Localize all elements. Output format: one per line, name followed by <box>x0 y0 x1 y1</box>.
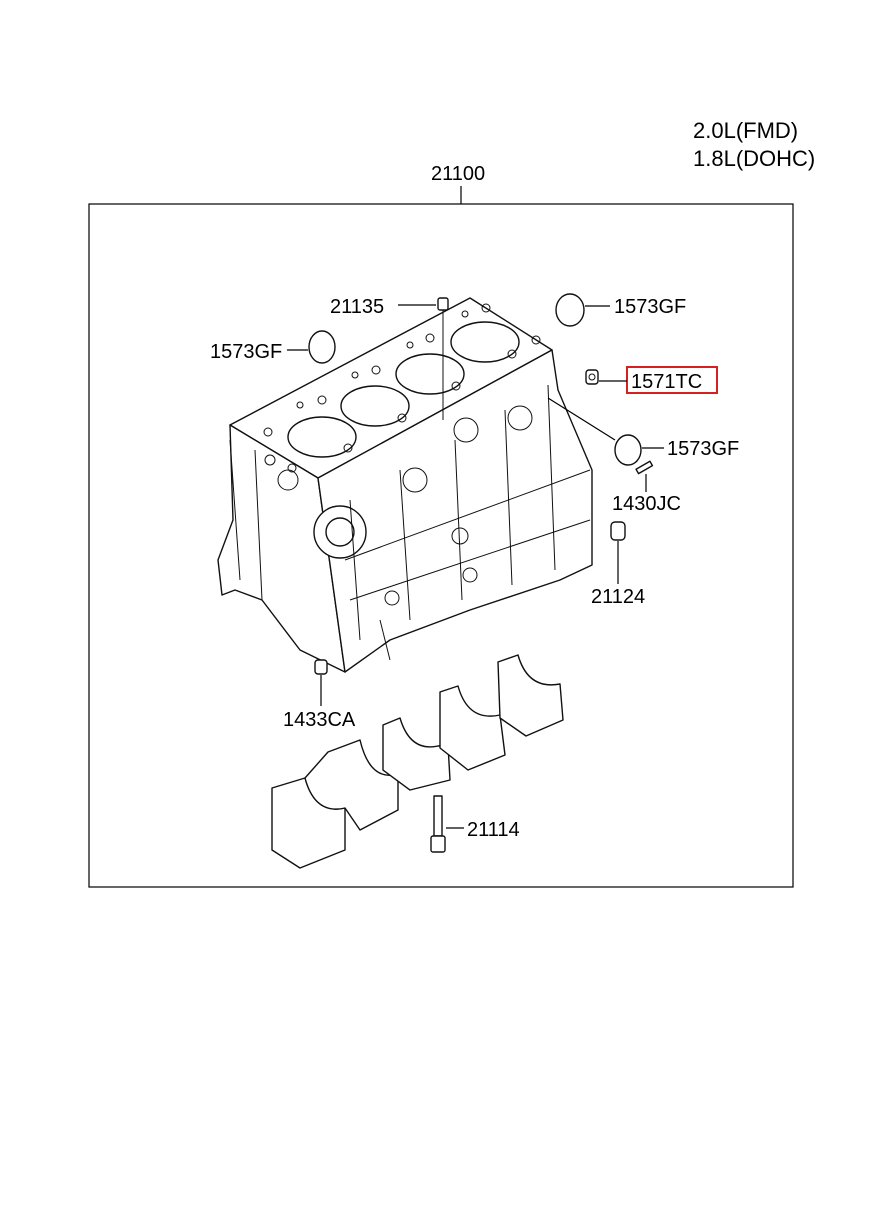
cylinder-bore-3 <box>395 353 465 395</box>
bearing-cap-3 <box>439 685 506 771</box>
assembly-label[interactable]: 21100 <box>431 163 485 185</box>
plug-1571tc <box>585 369 599 385</box>
callout-21135[interactable]: 21135 <box>330 296 384 318</box>
plug-1573gf-top <box>555 293 585 327</box>
block-side-ribs <box>229 384 591 661</box>
bearing-cap-2 <box>382 717 451 791</box>
cylinder-bore-1 <box>287 416 357 458</box>
cylinder-bore-4 <box>450 321 520 363</box>
pin-1430jc <box>635 460 654 475</box>
block-side-face <box>317 349 593 673</box>
bearing-cap-4 <box>497 654 564 737</box>
callout-21114[interactable]: 21114 <box>467 819 520 841</box>
deck-bolt-holes <box>263 303 541 473</box>
callout-1430jc[interactable]: 1430JC <box>612 493 681 515</box>
engine-variant-2-0l: 2.0L(FMD) <box>693 118 798 143</box>
callout-21124[interactable]: 21124 <box>591 586 645 608</box>
bolt-21114 <box>430 795 446 853</box>
main-bearing-caps <box>271 654 564 869</box>
callout-1433ca[interactable]: 1433CA <box>283 709 356 731</box>
sleeve-21124 <box>610 521 626 541</box>
assembly-frame <box>88 203 794 888</box>
plug-1573gf-right <box>614 434 642 466</box>
bearing-cap-1 <box>271 739 399 869</box>
pin-1433ca <box>314 659 328 675</box>
callout-1573gf-top[interactable]: 1573GF <box>614 296 686 318</box>
callout-1571tc[interactable]: 1571TC <box>631 371 702 393</box>
callout-1573gf-right[interactable]: 1573GF <box>667 438 739 460</box>
highlight-box-1571tc <box>626 366 718 394</box>
callout-1573gf-left[interactable]: 1573GF <box>210 341 282 363</box>
plug-1573gf-left <box>308 330 336 364</box>
engine-variant-1-8l: 1.8L(DOHC) <box>693 146 815 171</box>
cylinder-bore-2 <box>340 385 410 427</box>
cylinder-block <box>217 297 593 673</box>
pin-21135 <box>437 297 449 420</box>
